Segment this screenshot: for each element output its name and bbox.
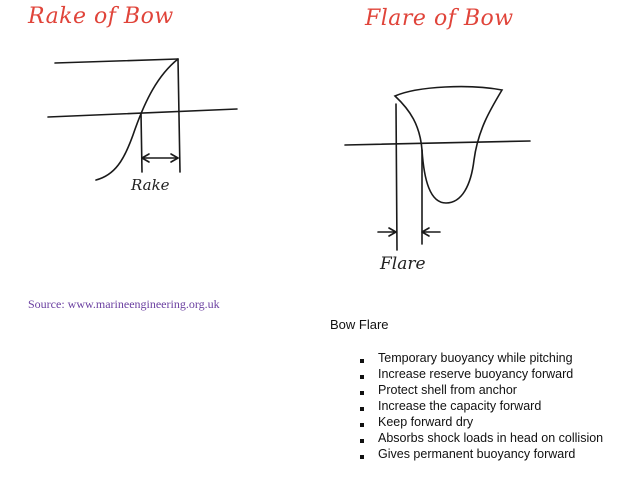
bow-flare-bullet-list: Temporary buoyancy while pitching Increa… [360,350,603,462]
bullet-item: Absorbs shock loads in head on collision [360,430,603,446]
rake-arrow-left [141,153,150,163]
rake-stem-curve [95,58,179,181]
rake-diagram [47,58,238,181]
bullet-item: Keep forward dry [360,414,603,430]
flare-waterline [344,140,531,146]
bullet-square-icon [360,358,364,363]
source-caption: Source: www.marineengineering.org.uk [28,297,220,311]
bullet-square-icon [360,406,364,411]
bullet-square-icon [360,422,364,427]
bullet-square-icon [360,454,364,459]
rake-diagram-title: Rake of Bow [28,4,174,29]
bullet-square-icon [360,438,364,443]
rake-dimension-label: Rake [131,176,170,194]
bullet-item: Increase the capacity forward [360,398,603,414]
rake-arrow-right [170,153,179,163]
bow-flare-heading: Bow Flare [330,317,389,332]
bullet-item: Gives permanent buoyancy forward [360,446,603,462]
flare-hull-section [393,85,504,204]
bullet-square-icon [360,390,364,395]
flare-diagram [344,85,531,251]
flare-ref-vertical-left [395,103,398,251]
bullet-item: Temporary buoyancy while pitching [360,350,603,366]
flare-dimension-right [421,227,441,237]
rake-stem-perpendicular [177,58,181,173]
bullet-square-icon [360,374,364,379]
flare-dimension-left [377,227,397,237]
bullet-item: Increase reserve buoyancy forward [360,366,603,382]
rake-ref-vertical [140,112,143,173]
rake-top-deck-line [54,58,179,64]
flare-dimension-label: Flare [380,254,426,274]
rake-waterline [47,108,238,118]
bullet-item: Protect shell from anchor [360,382,603,398]
flare-diagram-title: Flare of Bow [365,6,514,31]
